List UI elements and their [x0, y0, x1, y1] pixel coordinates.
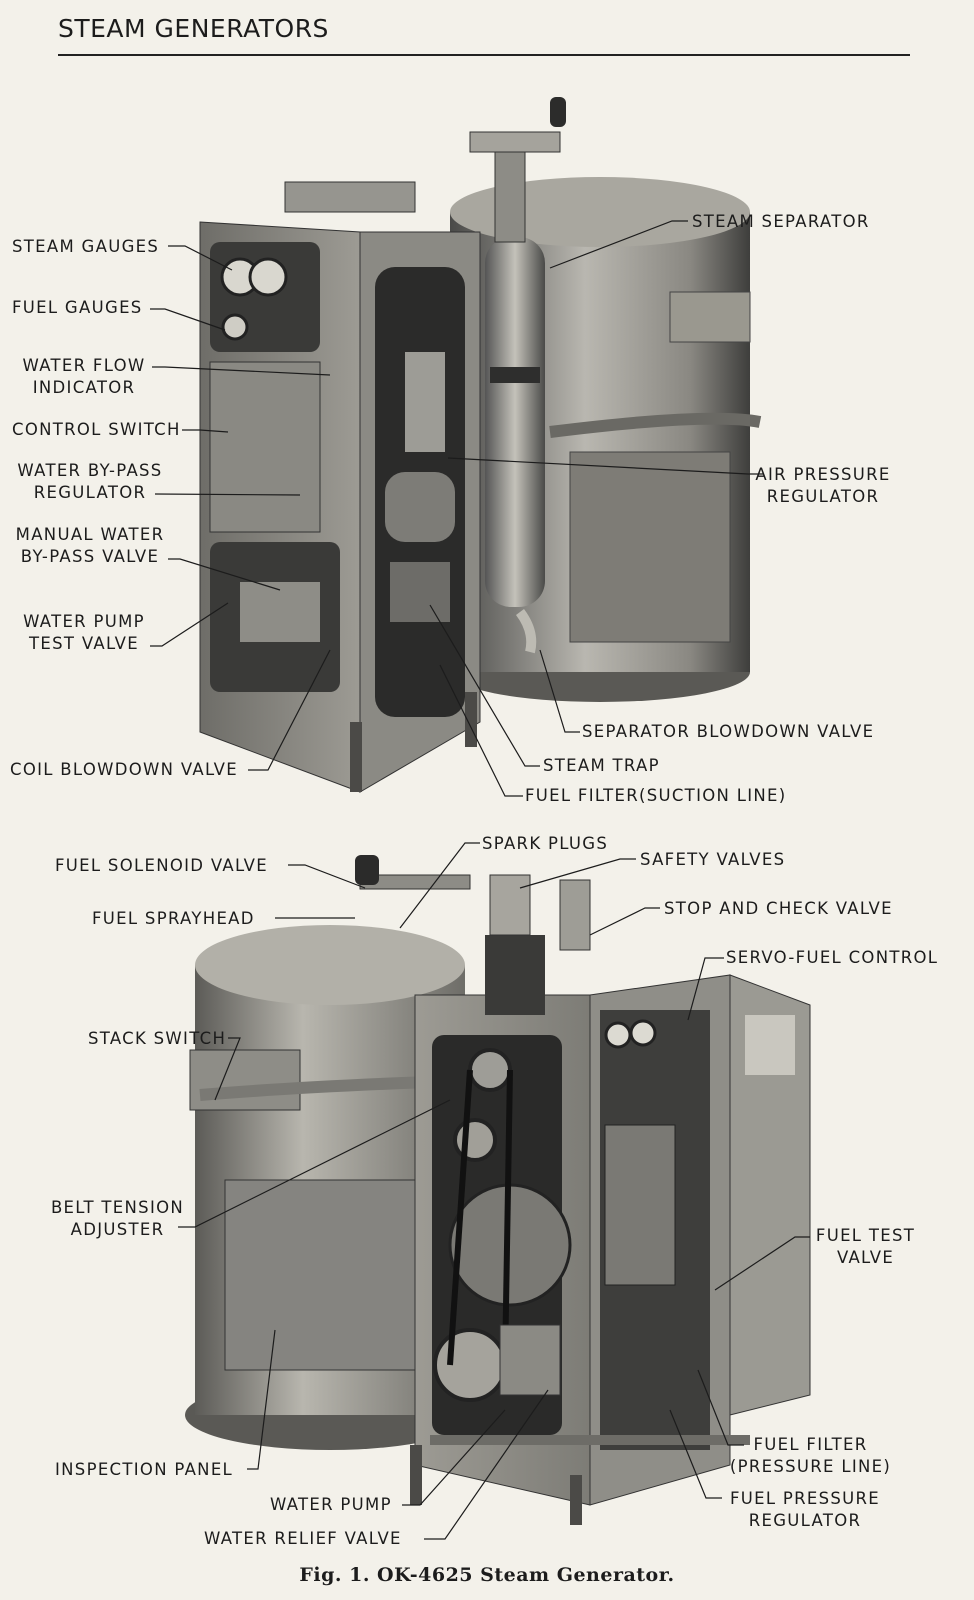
label-water-flow-line2: INDICATOR: [32, 378, 136, 397]
label-belt-tension-line2: ADJUSTER: [70, 1220, 165, 1239]
label-stack-switch: STACK SWITCH: [88, 1029, 227, 1048]
bottom-steam-generator-photo: [185, 855, 811, 1525]
label-fuel-pressure-line1: FUEL PRESSURE: [729, 1489, 881, 1508]
figure-caption: Fig. 1. OK-4625 Steam Generator.: [299, 1564, 675, 1586]
label-inspection-panel: INSPECTION PANEL: [55, 1460, 234, 1479]
label-air-pressure-line2: REGULATOR: [766, 487, 880, 506]
label-fuel-filter-pressure-line2: (PRESSURE LINE): [729, 1457, 892, 1476]
label-steam-gauges: STEAM GAUGES: [12, 237, 160, 256]
label-fuel-filter-suction-line: FUEL FILTER(SUCTION LINE): [525, 786, 787, 805]
label-fuel-sprayhead: FUEL SPRAYHEAD: [92, 909, 255, 928]
label-air-pressure-line1: AIR PRESSURE: [755, 465, 891, 484]
label-fuel-pressure-regulator: FUEL PRESSURE REGULATOR: [715, 1488, 895, 1532]
top-steam-generator-photo: [199, 97, 762, 793]
label-fuel-pressure-line2: REGULATOR: [748, 1511, 862, 1530]
label-water-bypass-regulator: WATER BY-PASS REGULATOR: [10, 460, 170, 504]
page-header-title: STEAM GENERATORS: [58, 14, 329, 43]
label-separator-blowdown-valve: SEPARATOR BLOWDOWN VALVE: [582, 722, 875, 741]
label-water-pump: WATER PUMP: [270, 1495, 392, 1514]
label-water-flow-indicator: WATER FLOW INDICATOR: [14, 355, 154, 399]
label-water-relief-valve: WATER RELIEF VALVE: [204, 1529, 402, 1548]
label-steam-trap: STEAM TRAP: [543, 756, 660, 775]
label-manual-bypass-line1: MANUAL WATER: [15, 525, 165, 544]
label-fuel-filter-pressure-line: FUEL FILTER (PRESSURE LINE): [718, 1434, 903, 1478]
label-pump-test-line2: TEST VALVE: [29, 634, 139, 653]
label-belt-tension-line1: BELT TENSION: [50, 1198, 185, 1217]
label-pump-test-line1: WATER PUMP: [23, 612, 145, 631]
label-manual-bypass-line2: BY-PASS VALVE: [20, 547, 160, 566]
label-steam-separator: STEAM SEPARATOR: [692, 212, 870, 231]
label-fuel-gauges: FUEL GAUGES: [12, 298, 143, 317]
label-fuel-filter-pressure-line1: FUEL FILTER: [753, 1435, 868, 1454]
label-fuel-test-line1: FUEL TEST: [815, 1226, 916, 1245]
label-belt-tension-adjuster: BELT TENSION ADJUSTER: [30, 1197, 205, 1241]
label-water-pump-test-valve: WATER PUMP TEST VALVE: [14, 611, 154, 655]
label-water-bypass-line1: WATER BY-PASS: [17, 461, 163, 480]
label-coil-blowdown-valve: COIL BLOWDOWN VALVE: [10, 760, 238, 779]
label-control-switch: CONTROL SWITCH: [12, 420, 181, 439]
label-servo-fuel-control: SERVO-FUEL CONTROL: [726, 948, 939, 967]
label-water-flow-line1: WATER FLOW: [22, 356, 146, 375]
header-rule: [58, 54, 910, 56]
label-air-pressure-regulator: AIR PRESSURE REGULATOR: [748, 464, 898, 508]
label-safety-valves: SAFETY VALVES: [640, 850, 786, 869]
label-stop-and-check-valve: STOP AND CHECK VALVE: [664, 899, 893, 918]
label-fuel-test-valve: FUEL TEST VALVE: [808, 1225, 923, 1269]
label-fuel-solenoid-valve: FUEL SOLENOID VALVE: [55, 856, 268, 875]
label-spark-plugs: SPARK PLUGS: [482, 834, 609, 853]
label-water-bypass-line2: REGULATOR: [33, 483, 147, 502]
label-manual-water-bypass-valve: MANUAL WATER BY-PASS VALVE: [10, 524, 170, 568]
label-fuel-test-line2: VALVE: [836, 1248, 895, 1267]
